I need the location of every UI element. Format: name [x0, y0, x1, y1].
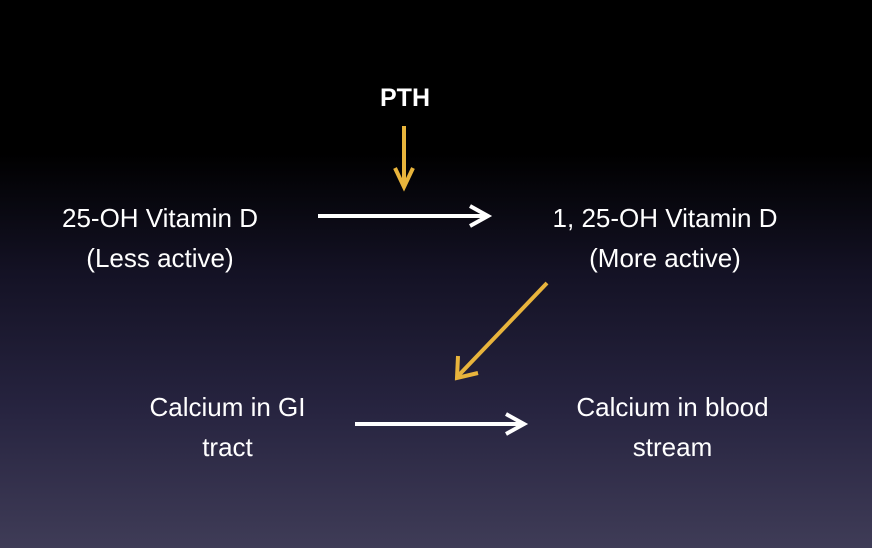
node-subtitle: tract — [202, 432, 253, 462]
node-subtitle: (More active) — [589, 243, 741, 273]
node-title: Calcium in blood — [576, 392, 769, 422]
pth-label: PTH — [380, 84, 430, 112]
node-title: Calcium in GI — [149, 392, 306, 422]
node-title: 1, 25-OH Vitamin D — [552, 203, 778, 233]
node-subtitle: (Less active) — [86, 243, 234, 273]
node-1-25-oh-vitamin-d: 1, 25-OH Vitamin D (More active) — [515, 198, 815, 278]
activation-arrow — [454, 281, 549, 381]
node-calcium-gi-tract: Calcium in GI tract — [110, 387, 345, 467]
pth-arrow — [393, 126, 415, 192]
node-25-oh-vitamin-d: 25-OH Vitamin D (Less active) — [20, 198, 300, 278]
conversion-arrow — [318, 204, 493, 228]
node-title: 25-OH Vitamin D — [61, 203, 259, 233]
node-calcium-blood-stream: Calcium in blood stream — [540, 387, 805, 467]
absorption-arrow — [355, 412, 529, 436]
node-subtitle: stream — [632, 432, 713, 462]
